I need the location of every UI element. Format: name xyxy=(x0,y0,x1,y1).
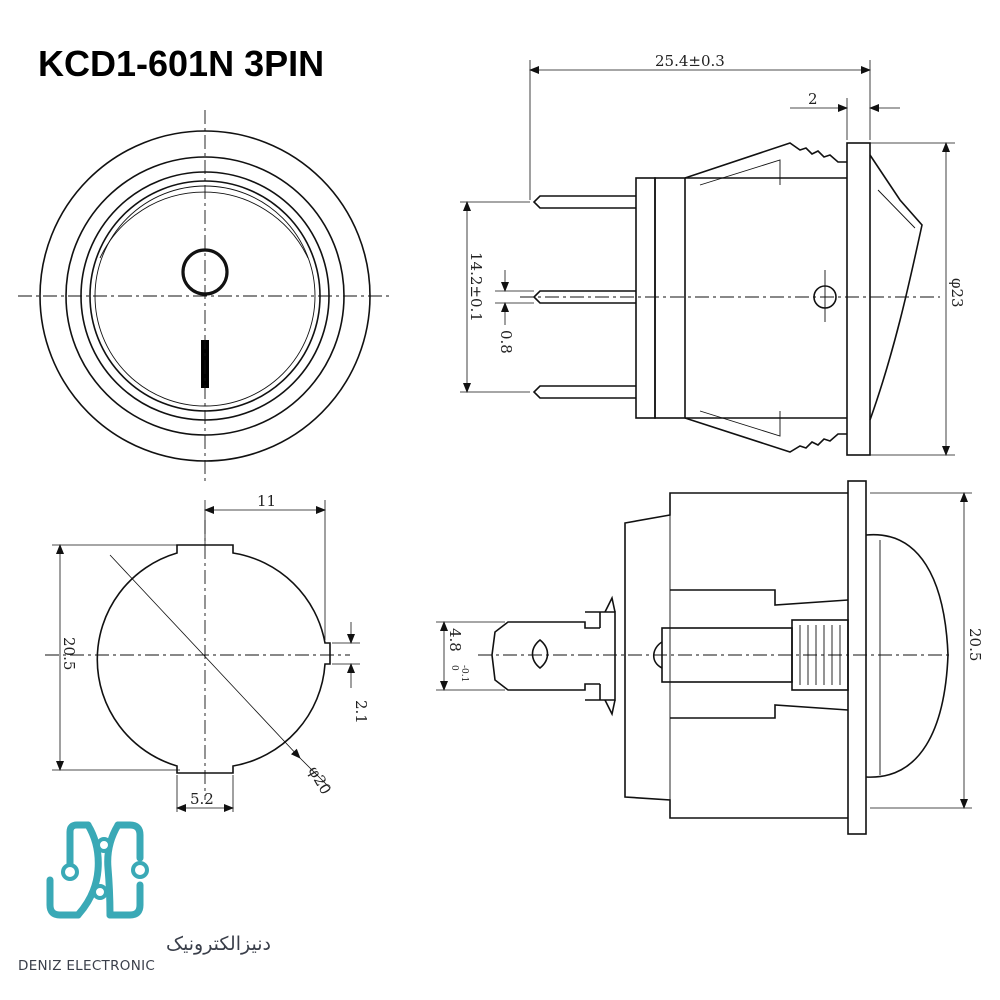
cutout-view: φ20 xyxy=(45,520,350,800)
brand-name-en: DENIZ ELECTRONIC xyxy=(18,958,155,974)
dim-cutout-width: 11 xyxy=(257,492,276,510)
dim-terminal-tolerance-lower: -0.1 xyxy=(459,665,469,682)
dim-terminal-tolerance-upper: 0 xyxy=(449,665,459,671)
dim-pin-span: 14.2±0.1 xyxy=(467,252,485,322)
dim-head-diameter: φ23 xyxy=(948,278,966,308)
circuit-knot-icon xyxy=(46,821,149,919)
side-view-dimensions: 25.4±0.3 2 φ23 14.2±0.1 0.8 xyxy=(460,52,966,456)
dim-notch: 2.1 xyxy=(352,700,370,724)
cutout-dimensions: 11 20.5 2.1 5.2 xyxy=(52,492,370,812)
dim-cutout-height: 20.5 xyxy=(60,637,78,670)
dim-flange-offset: 2 xyxy=(808,90,818,108)
dim-body-height: 20.5 xyxy=(966,628,984,661)
dim-tab-width: 5.2 xyxy=(190,790,214,808)
bottom-view-dimensions: 4.8 0 -0.1 20.5 xyxy=(436,492,984,809)
bottom-view xyxy=(478,480,950,835)
page-title: KCD1-601N 3PIN xyxy=(38,43,324,84)
dim-pin-thickness: 0.8 xyxy=(497,330,515,354)
dim-overall-length: 25.4±0.3 xyxy=(655,52,725,70)
dim-cutout-diameter: φ20 xyxy=(305,763,335,798)
dim-terminal-width: 4.8 xyxy=(446,628,464,652)
brand-name-fa: دنیزالکترونیک xyxy=(166,933,271,955)
front-view xyxy=(18,110,392,484)
brand-logo: دنیزالکترونیک DENIZ ELECTRONIC xyxy=(18,821,271,974)
side-view xyxy=(520,142,940,456)
